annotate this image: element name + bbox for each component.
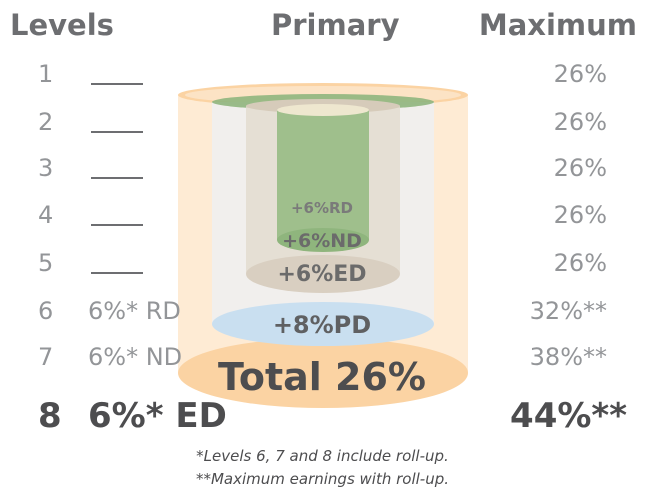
maximum-value: 26% <box>553 108 607 136</box>
maximum-value: 32%** <box>529 297 607 325</box>
level-number: 6 <box>38 297 54 325</box>
level-row-1: 1 26% <box>0 54 645 94</box>
level-number: 2 <box>38 108 54 136</box>
primary-blank-line <box>91 224 143 226</box>
maximum-value: 26% <box>553 60 607 88</box>
total-label: Total 26% <box>218 355 426 399</box>
primary-blank-line <box>91 177 143 179</box>
primary-value: 6%* ED <box>88 396 227 436</box>
maximum-value: 38%** <box>529 343 607 371</box>
nd-label: +6%ND <box>282 230 362 252</box>
maximum-header: Maximum <box>478 8 637 42</box>
inner-cylinder-nd-rd <box>277 104 369 252</box>
level-row-4: 4 26% <box>0 195 645 235</box>
maximum-value: 26% <box>553 201 607 229</box>
level-row-2: 2 26% <box>0 102 645 142</box>
level-row-3: 3 26% <box>0 148 645 188</box>
level-number: 1 <box>38 60 54 88</box>
maximum-value: 26% <box>553 249 607 277</box>
level-number: 8 <box>38 396 62 436</box>
level-number: 4 <box>38 201 54 229</box>
levels-header: Levels <box>10 8 114 42</box>
level-row-5: 5 26% <box>0 243 645 283</box>
primary-blank-line <box>91 272 143 274</box>
primary-value: 6%* ND <box>88 343 183 371</box>
pd-label: +8%PD <box>272 311 372 339</box>
level-number: 5 <box>38 249 54 277</box>
primary-blank-line <box>91 131 143 133</box>
level-number: 7 <box>38 343 54 371</box>
ed-label: +6%ED <box>277 262 367 287</box>
maximum-value: 44%** <box>510 396 627 436</box>
primary-header: Primary <box>271 8 400 42</box>
level-number: 3 <box>38 154 54 182</box>
rd-label: +6%RD <box>290 199 354 217</box>
footnote-rollup: *Levels 6, 7 and 8 include roll-up. <box>196 447 449 465</box>
level-row-6: 6 6%* RD 32%** <box>0 291 645 331</box>
level-row-7: 7 6%* ND 38%** <box>0 337 645 377</box>
footnote-maximum: **Maximum earnings with roll-up. <box>195 470 450 488</box>
level-row-8: 8 6%* ED 44%** <box>0 396 645 436</box>
maximum-value: 26% <box>553 154 607 182</box>
primary-blank-line <box>91 83 143 85</box>
primary-value: 6%* RD <box>88 297 181 325</box>
